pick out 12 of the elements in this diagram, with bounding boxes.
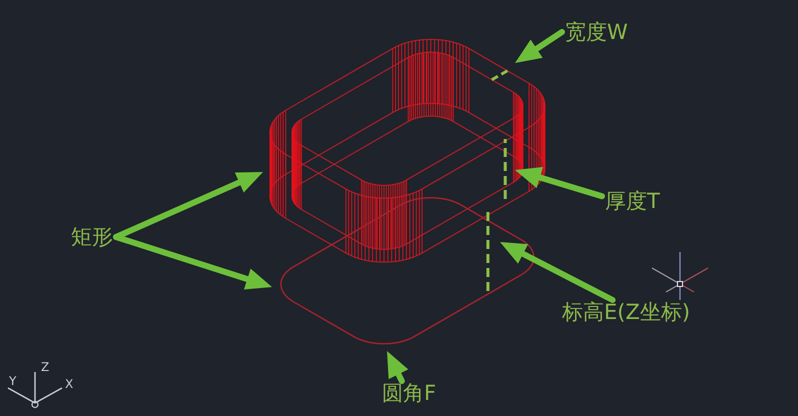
elevation-dimension-line bbox=[486, 209, 490, 291]
annotation-label: 矩形 bbox=[68, 225, 116, 249]
leader-arrow bbox=[497, 239, 616, 303]
annotation-label: 圆角F bbox=[379, 381, 440, 405]
annotation-label: 宽度W bbox=[562, 20, 631, 44]
annotation-label: 标高E(Z坐标) bbox=[559, 300, 694, 324]
axis-label: X bbox=[65, 378, 74, 390]
annotation-label: 厚度T bbox=[602, 189, 663, 213]
leader-arrow bbox=[384, 348, 408, 384]
axis-label: Y bbox=[9, 375, 16, 387]
axis-label: Z bbox=[41, 361, 50, 373]
extruded-rectangle-drawing bbox=[269, 38, 546, 263]
